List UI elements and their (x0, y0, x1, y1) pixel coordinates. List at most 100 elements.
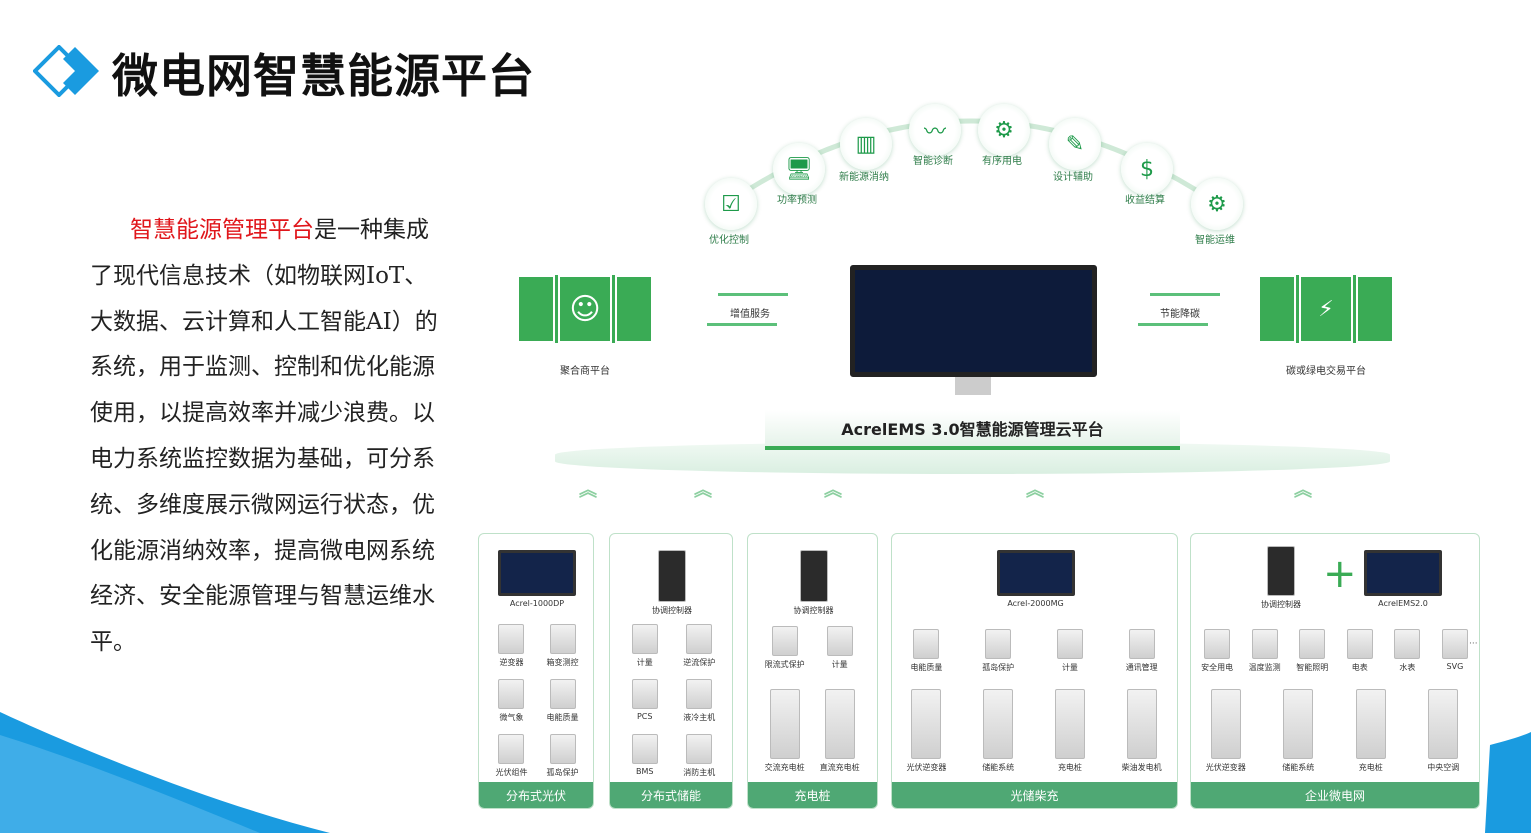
arrow-left (1138, 323, 1208, 326)
device-item: 柴油发电机 (1112, 689, 1172, 773)
feature-icon: 🖥 (773, 143, 825, 195)
device-item: 箱变测控 (533, 624, 593, 668)
device-label: 柴油发电机 (1121, 763, 1162, 772)
device-item: 计量 (1040, 629, 1100, 673)
feature-icon: ☑ (705, 178, 757, 230)
device-label: SVG (1446, 662, 1464, 671)
aggregator-platform-label: 聚合商平台 (560, 366, 610, 377)
device-label: AcrelEMS2.0 (1378, 599, 1428, 608)
device-item: 安全用电 (1191, 629, 1247, 673)
device-label: 消防主机 (683, 768, 716, 777)
more-indicator: ··· (1469, 639, 1478, 649)
device-item: 消防主机 (669, 734, 729, 778)
feature-label: 收益结算 (1125, 195, 1165, 206)
device-label: 光伏逆变器 (906, 763, 947, 772)
device-label: 孤岛保护 (546, 768, 579, 777)
device-label: 箱变测控 (546, 658, 579, 667)
up-chevron-icon: ︽ (1294, 480, 1312, 501)
device-item: 交流充电桩 (755, 689, 815, 773)
panel-title: 光储柴充 (892, 782, 1177, 808)
device-label: 孤岛保护 (982, 663, 1015, 672)
feature-label: 新能源消纳 (839, 172, 889, 183)
device-label: 直流充电桩 (819, 763, 860, 772)
device-label: 光伏逆变器 (1205, 763, 1246, 772)
up-chevron-icon: ︽ (579, 480, 597, 501)
device-label: 通讯管理 (1125, 663, 1158, 672)
page-title: 微电网智慧能源平台 (112, 49, 535, 103)
feature-label: 设计辅助 (1053, 172, 1093, 183)
device-item: 充电桩 (1040, 689, 1100, 773)
panel-title: 分布式储能 (610, 782, 732, 808)
device-item: 孤岛保护 (533, 734, 593, 778)
system-panel: Acrel-2000MG 电能质量 孤岛保护 计量 通讯管理光伏逆变器 储能系统 充电桩 柴油… (891, 533, 1178, 809)
value-added-label: 增值服务 (730, 309, 770, 320)
arrow-left (707, 323, 777, 326)
device-item: 水表 (1377, 629, 1437, 673)
energy-saving-label: 节能降碳 (1160, 309, 1200, 320)
device-label: Acrel-1000DP (509, 599, 565, 608)
panel-title: 企业微电网 (1191, 782, 1479, 808)
device-item: 电能质量 (896, 629, 956, 673)
device-item: 电表 (1330, 629, 1390, 673)
panel-title: 充电桩 (748, 782, 877, 808)
up-chevron-icon: ︽ (1026, 480, 1044, 501)
cloud-platform-banner: AcrelEMS 3.0智慧能源管理云平台 (765, 410, 1180, 450)
device-label: 逆变器 (499, 658, 524, 667)
device-label: 液冷主机 (683, 713, 716, 722)
device-item: PCS (615, 679, 675, 721)
device-item: 储能系统 (968, 689, 1028, 773)
device-item: 光伏逆变器 (896, 689, 956, 773)
feature-icon: ✎ (1049, 118, 1101, 170)
aggregator-platform-icon: ☺ (517, 275, 653, 343)
device-label: 智能照明 (1296, 663, 1329, 672)
device-label: 储能系统 (1282, 763, 1315, 772)
device-item: 温度监测 (1235, 629, 1295, 673)
description-paragraph: 智慧能源管理平台是一种集成了现代信息技术（如物联网IoT、大数据、云计算和人工智… (90, 208, 450, 666)
device-label: 温度监测 (1248, 663, 1281, 672)
device-item: 光伏逆变器 (1196, 689, 1256, 773)
device-label: 电能质量 (910, 663, 943, 672)
device-item: 电能质量 (533, 679, 593, 723)
device-item: 储能系统 (1268, 689, 1328, 773)
device-item: 光伏组件 (481, 734, 541, 778)
feature-label: 优化控制 (709, 235, 749, 246)
dashboard-monitor (850, 265, 1097, 377)
device-item: 智能照明 (1282, 629, 1342, 673)
device-label: 计量 (1061, 663, 1078, 672)
device-item: 充电桩 (1341, 689, 1401, 773)
device-item: 计量 (615, 624, 675, 668)
device-item: 微气象 (481, 679, 541, 723)
device-label: 充电桩 (1358, 763, 1383, 772)
device-label: 计量 (831, 660, 848, 669)
device-label: 光伏组件 (495, 768, 528, 777)
monitor-stand (955, 377, 991, 395)
title-diamond-icon (33, 45, 99, 97)
arrow-right (718, 293, 788, 296)
device-item: 中央空调 (1413, 689, 1473, 773)
device-label: Acrel-2000MG (1007, 599, 1064, 608)
feature-label: 智能运维 (1195, 235, 1235, 246)
feature-label: 功率预测 (777, 195, 817, 206)
feature-icon: ⚙ (978, 104, 1030, 156)
system-panel: 协调控制器限流式保护计量交流充电桩直流充电桩充电桩 (747, 533, 878, 809)
up-chevron-icon: ︽ (694, 480, 712, 501)
device-label: 协调控制器 (652, 606, 692, 615)
device-item: 逆变器 (481, 624, 541, 668)
device-label: 水表 (1399, 663, 1416, 672)
device-label: 微气象 (499, 713, 524, 722)
feature-label: 有序用电 (982, 156, 1022, 167)
device-item: 计量 (810, 626, 870, 670)
device-label: 协调控制器 (1261, 600, 1301, 609)
feature-icon: ▥ (840, 118, 892, 170)
device-item: 孤岛保护 (968, 629, 1028, 673)
device-item: 液冷主机 (669, 679, 729, 723)
device-item: SVG (1425, 629, 1479, 671)
device-label: BMS (635, 767, 654, 776)
device-label: 计量 (636, 658, 653, 667)
device-label: 充电桩 (1057, 763, 1082, 772)
device-label: 储能系统 (982, 763, 1015, 772)
feature-icon: $ (1121, 143, 1173, 195)
device-label: 交流充电桩 (764, 763, 805, 772)
